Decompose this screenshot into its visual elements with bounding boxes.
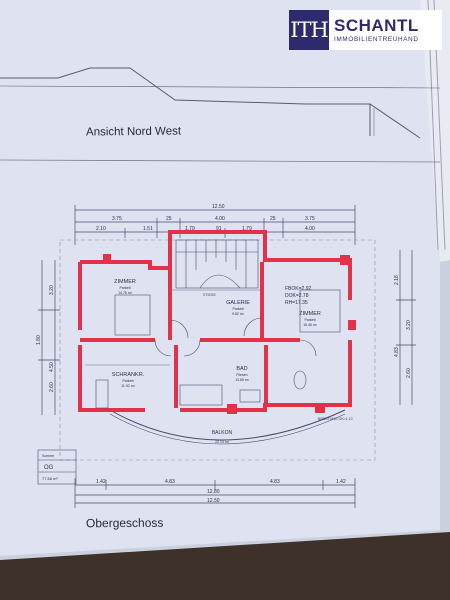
legend-value: 77.56 m² — [42, 476, 58, 481]
room-floor-zimmer-left: Parkett — [119, 286, 130, 290]
dim-right-4: 2.60 — [406, 368, 412, 378]
dim-right-1: 2.18 — [394, 275, 400, 285]
logo-tagline: IMMOBILIENTREUHAND — [334, 35, 419, 43]
room-area-schrankraum: 11.92 m² — [121, 384, 135, 388]
dim-bottom-4: 1.42 — [336, 479, 346, 485]
dim-bottom-2: 4.83 — [165, 479, 175, 485]
dim-second-3: 1.79 — [185, 226, 195, 232]
dimension-lines-side — [38, 250, 416, 415]
stairs — [175, 239, 259, 289]
dim-overall-top: 12.50 — [212, 204, 225, 210]
schantl-logo: ITH SCHANTL IMMOBILIENTREUHAND — [289, 10, 442, 50]
dim-right-2: 3.20 — [406, 320, 412, 330]
room-name-zimmer-left: ZIMMER — [114, 279, 136, 285]
room-name-zimmer-right: ZIMMER — [299, 311, 321, 317]
dim-right-3: 4.83 — [394, 347, 400, 357]
room-area-balkon: 22.14 m² — [215, 440, 230, 444]
bath-fixtures — [95, 289, 341, 409]
ith-logo-mark: ITH — [289, 10, 329, 50]
dim-second-2: 1.51 — [143, 226, 153, 232]
dim-left-2: 4.50 — [49, 362, 55, 372]
legend-label: Summe — [42, 454, 54, 458]
height-rh: RH=17.35 — [285, 300, 308, 306]
room-name-balkon: BALKON — [212, 430, 233, 436]
room-floor-galerie: Parkett — [232, 307, 243, 311]
height-fbok: FBOK=2.92 — [285, 286, 311, 292]
dim-bottom-1: 1.42 — [96, 479, 106, 485]
room-name-bad: BAD — [236, 366, 247, 372]
dim-left-1: 1.80 — [36, 335, 42, 345]
dim-top-3: 4.00 — [215, 216, 225, 222]
dim-second-1: 2.10 — [96, 226, 106, 232]
room-area-zimmer-right: 15.46 m² — [303, 323, 318, 327]
dim-second-6: 4.00 — [305, 226, 315, 232]
door-swings — [154, 317, 317, 357]
elevation-outline — [0, 67, 441, 139]
room-area-zimmer-left: 14.75 m² — [118, 291, 133, 295]
dim-second-5: 1.79 — [242, 226, 252, 232]
dim-left-4: 2.60 — [49, 382, 55, 392]
height-dok: DOK=2.78 — [285, 293, 309, 299]
room-area-bad: 13.65 m² — [235, 378, 250, 382]
legend-title: OG — [44, 465, 54, 471]
caption-north-west-view: Ansicht Nord West — [85, 125, 182, 139]
dim-bottom-3: 4.83 — [270, 479, 280, 485]
balcony-outline — [109, 409, 346, 441]
logo-brand-name: SCHANTL — [334, 15, 419, 35]
dim-second-4: 91 — [216, 226, 222, 232]
area-legend-box — [37, 449, 77, 485]
dim-left-3: 3.20 — [49, 285, 55, 295]
room-name-schrankraum: SCHRANKR. — [112, 372, 145, 378]
dim-bottom-row2: 12.80 — [207, 489, 220, 495]
room-name-galerie: GALERIE — [226, 300, 250, 306]
note-bruestung: BRÜSTUNG OK=1.10 — [318, 417, 353, 421]
dim-top-1: 3.75 — [112, 216, 122, 222]
dim-top-4: 25 — [270, 216, 276, 222]
room-floor-zimmer-right: Parkett — [304, 318, 315, 322]
room-floor-bad: Fliesen — [236, 373, 247, 377]
logo-wordmark: SCHANTL IMMOBILIENTREUHAND — [329, 15, 419, 44]
room-floor-schrankraum: Parkett — [122, 379, 133, 383]
dim-top-5: 3.75 — [305, 216, 315, 222]
dimension-lines-bottom — [74, 478, 356, 508]
note-stiege: STIEGE — [203, 293, 217, 297]
room-area-galerie: 9.82 m² — [232, 312, 245, 316]
caption-floor-name: Obergeschoss — [85, 515, 164, 531]
dim-top-2: 25 — [166, 216, 172, 222]
plan-paper — [0, 0, 440, 556]
dim-bottom-row3: 12.50 — [207, 498, 220, 504]
